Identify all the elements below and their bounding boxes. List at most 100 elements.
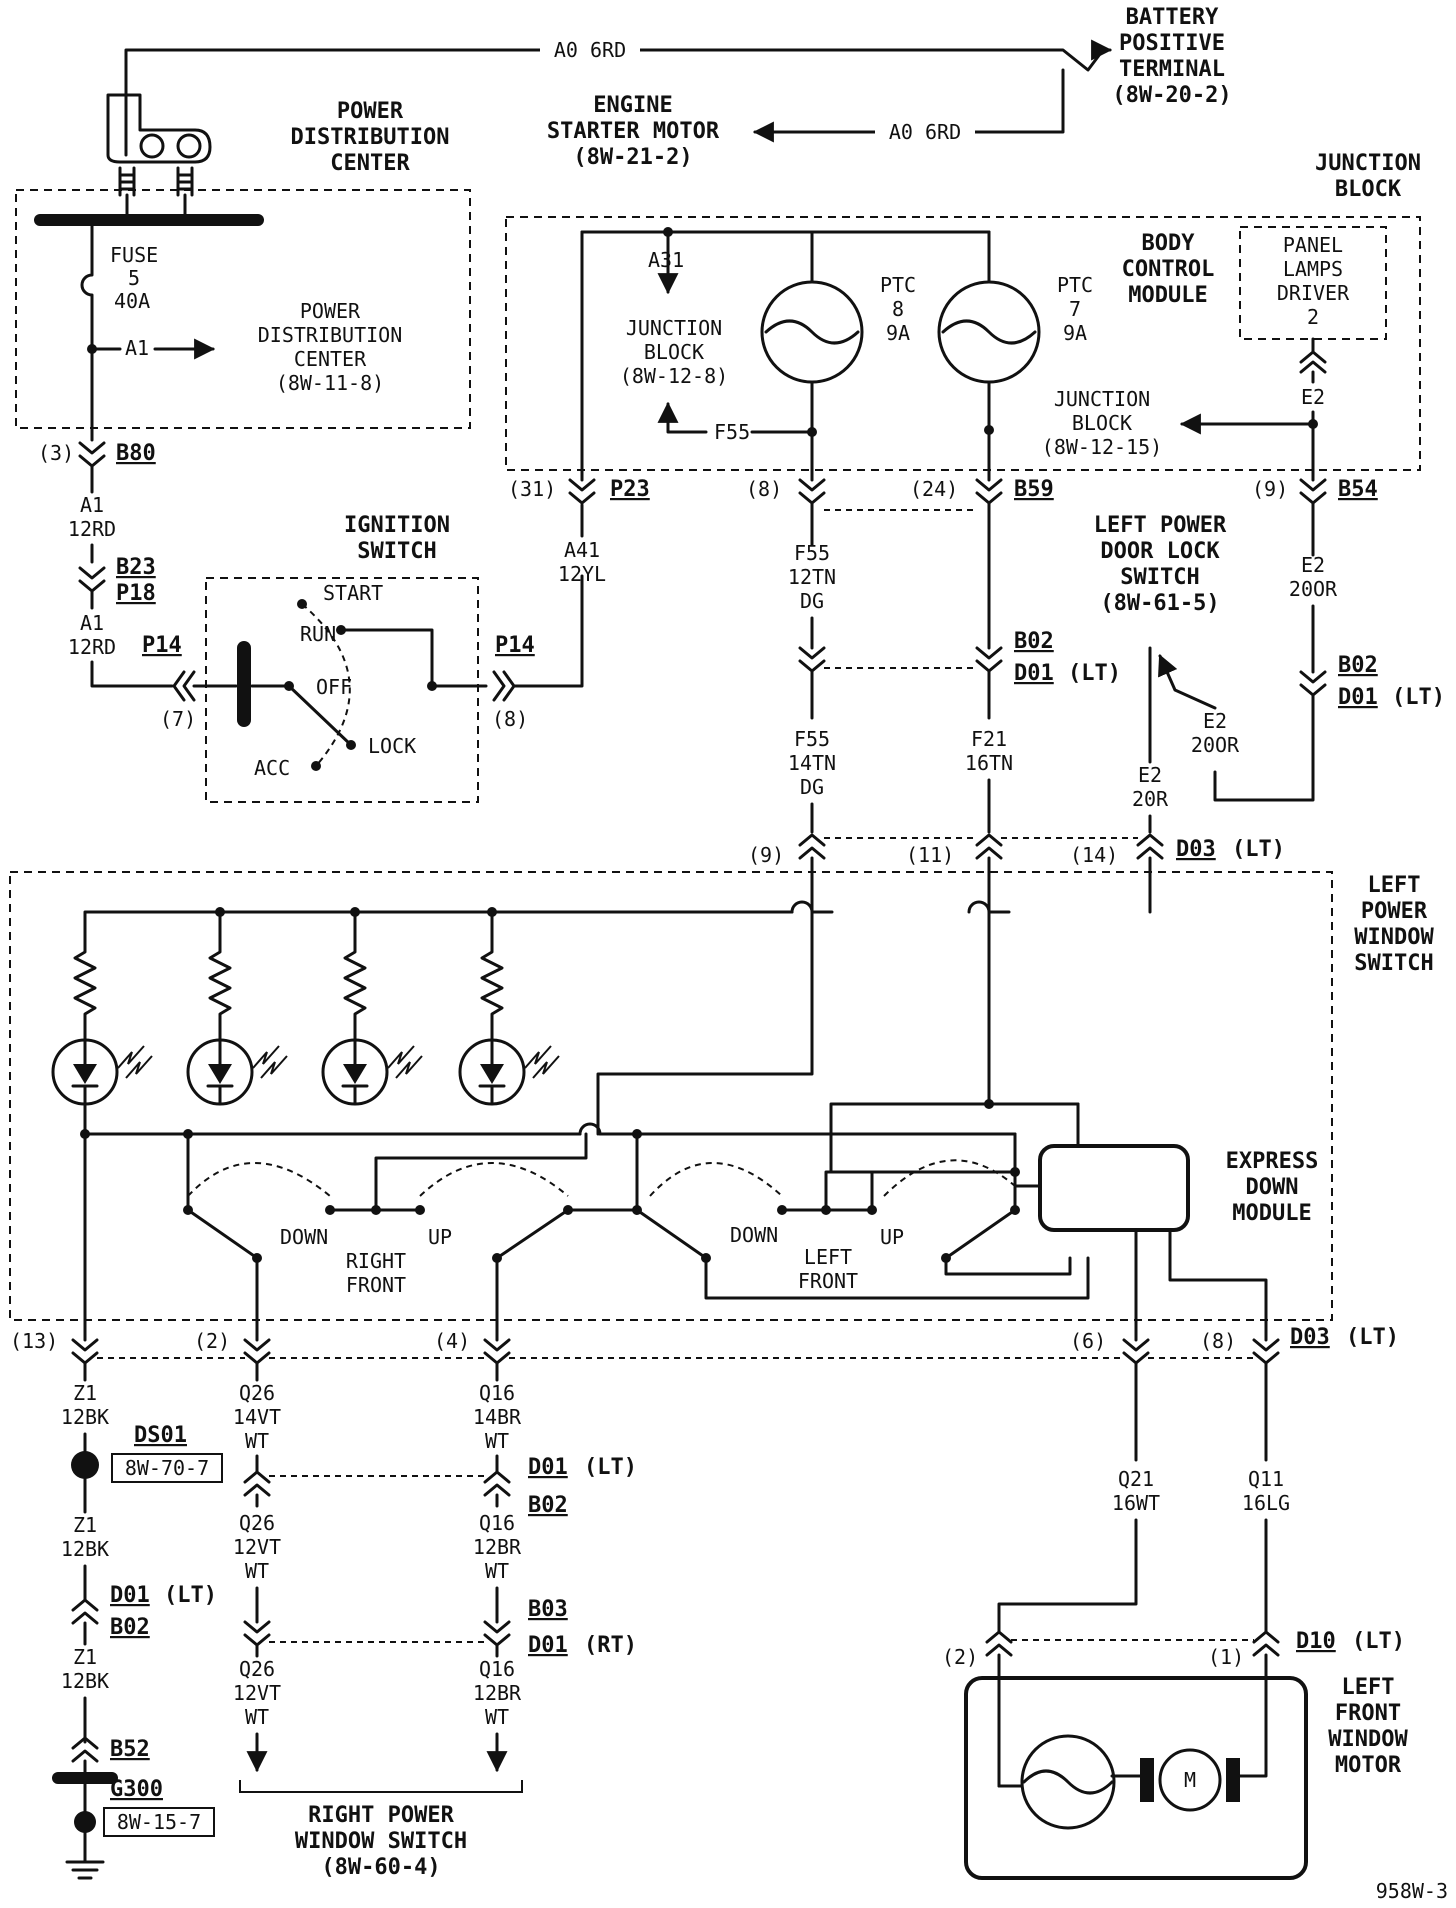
ignition-switch: START RUN OFF LOCK ACC: [192, 581, 488, 780]
svg-text:WT: WT: [245, 1429, 269, 1453]
svg-text:14BR: 14BR: [473, 1405, 522, 1429]
svg-text:WT: WT: [245, 1705, 269, 1729]
f21-wire: B02 D01 (LT) F21 16TN: [965, 501, 1121, 834]
q26-wire: Q26 14VT WT Q26 12VT WT Q26 12VT WT: [233, 1361, 281, 1773]
f55-feed: [596, 856, 814, 1136]
svg-text:14TN: 14TN: [788, 751, 836, 775]
bcm-label: BODY CONTROL MODULE: [1122, 231, 1215, 308]
e2-door-wire: E2 20R: [1132, 646, 1169, 834]
indicator-lamp-2: [186, 910, 288, 1106]
svg-text:Z1: Z1: [73, 1645, 97, 1669]
svg-text:BLOCK: BLOCK: [1072, 411, 1132, 435]
b54-connector: (9) B54: [1252, 477, 1378, 505]
ground-path: Z1 12BK Z1 12BK Z1 12BK: [52, 1361, 118, 1880]
svg-text:(LT): (LT): [1068, 661, 1121, 686]
svg-text:DOWN: DOWN: [730, 1223, 778, 1247]
left-power-window-switch-box: [9, 871, 1333, 1321]
svg-text:20OR: 20OR: [1191, 733, 1240, 757]
svg-text:12RD: 12RD: [68, 517, 116, 541]
starter-motor-label: ENGINE STARTER MOTOR (8W-21-2): [547, 93, 720, 170]
right-power-window-switch-label: RIGHT POWER WINDOW SWITCH (8W-60-4): [239, 1780, 523, 1880]
panel-lamps-driver: PANEL LAMPS DRIVER 2: [1277, 233, 1350, 329]
svg-text:Q26: Q26: [239, 1381, 275, 1405]
svg-text:BLOCK: BLOCK: [644, 340, 704, 364]
svg-text:(8): (8): [492, 707, 528, 731]
svg-text:12BK: 12BK: [61, 1537, 109, 1561]
svg-text:(13): (13): [10, 1329, 58, 1353]
page-code: 958W-3: [1376, 1879, 1448, 1903]
svg-text:(8): (8): [1200, 1329, 1236, 1353]
svg-text:Q21: Q21: [1118, 1467, 1154, 1491]
svg-text:DRIVER: DRIVER: [1277, 281, 1350, 305]
svg-text:WINDOW: WINDOW: [1354, 925, 1434, 950]
svg-text:D10: D10: [1296, 1629, 1336, 1654]
door-lock-switch-label: LEFT POWER DOOR LOCK SWITCH (8W-61-5): [1094, 513, 1227, 616]
svg-text:IGNITION: IGNITION: [344, 513, 450, 538]
ignition-switch-box: [205, 577, 479, 803]
svg-text:RIGHT: RIGHT: [346, 1249, 406, 1273]
svg-text:PANEL: PANEL: [1283, 233, 1343, 257]
pin-8-connector: (8): [746, 477, 826, 505]
svg-text:OFF: OFF: [316, 675, 352, 699]
starter-feed: A0 6RD: [752, 68, 1065, 144]
express-down-module: [1038, 1144, 1190, 1232]
svg-text:B23: B23: [116, 555, 156, 580]
svg-text:(LT): (LT): [1352, 1629, 1405, 1654]
svg-text:MOTOR: MOTOR: [1335, 1753, 1402, 1778]
svg-text:DOWN: DOWN: [1246, 1175, 1299, 1200]
express-module-wires: [1013, 1184, 1268, 1342]
a1-branch: A1: [90, 336, 216, 360]
svg-text:Q16: Q16: [479, 1657, 515, 1681]
svg-text:FRONT: FRONT: [1335, 1701, 1401, 1726]
svg-text:5: 5: [128, 266, 140, 290]
svg-text:UP: UP: [428, 1225, 452, 1249]
svg-text:E2: E2: [1301, 553, 1325, 577]
svg-text:(LT): (LT): [1392, 685, 1445, 710]
svg-text:14VT: 14VT: [233, 1405, 281, 1429]
wire-a0-top: A0 6RD: [554, 38, 626, 62]
svg-text:WINDOW: WINDOW: [1328, 1727, 1408, 1752]
svg-text:UP: UP: [880, 1225, 904, 1249]
d10-connector: (2) (1) D10 (LT): [942, 1629, 1405, 1669]
svg-text:D03: D03: [1176, 837, 1216, 862]
svg-text:DOOR LOCK: DOOR LOCK: [1100, 539, 1220, 564]
svg-text:WINDOW SWITCH: WINDOW SWITCH: [295, 1829, 467, 1854]
svg-text:BLOCK: BLOCK: [1335, 177, 1402, 202]
svg-text:(11): (11): [906, 843, 954, 867]
svg-text:12YL: 12YL: [558, 562, 606, 586]
battery-terminal-label: BATTERY POSITIVE TERMINAL (8W-20-2): [1112, 5, 1231, 108]
svg-text:Q11: Q11: [1248, 1467, 1284, 1491]
svg-text:B02: B02: [1338, 653, 1378, 678]
svg-text:CENTER: CENTER: [330, 151, 410, 176]
svg-text:PTC: PTC: [880, 273, 916, 297]
svg-text:16LG: 16LG: [1242, 1491, 1290, 1515]
svg-text:ENGINE: ENGINE: [593, 93, 672, 118]
svg-text:FUSE: FUSE: [110, 243, 158, 267]
svg-text:F55: F55: [794, 541, 830, 565]
svg-text:B02: B02: [110, 1615, 150, 1640]
svg-text:D01: D01: [1338, 685, 1378, 710]
svg-text:40A: 40A: [114, 289, 150, 313]
panel-lamps-output: E2 JUNCTION BLOCK (8W-12-15): [1042, 337, 1327, 482]
svg-text:D01: D01: [528, 1455, 568, 1480]
svg-text:(8W-11-8): (8W-11-8): [276, 371, 384, 395]
d01-b02-ground-label: D01 (LT) B02: [110, 1583, 217, 1640]
svg-text:RUN: RUN: [300, 622, 336, 646]
wire-a0-starter: A0 6RD: [889, 120, 961, 144]
svg-text:Z1: Z1: [73, 1381, 97, 1405]
svg-text:JUNCTION: JUNCTION: [626, 316, 722, 340]
svg-text:12BK: 12BK: [61, 1405, 109, 1429]
svg-text:12BR: 12BR: [473, 1535, 522, 1559]
bcm-bus: A31 JUNCTION BLOCK (8W-12-8): [580, 227, 991, 482]
svg-text:(RT): (RT): [584, 1633, 637, 1658]
svg-text:(2): (2): [194, 1329, 230, 1353]
svg-text:P23: P23: [610, 477, 650, 502]
svg-text:(8W-12-8): (8W-12-8): [620, 364, 728, 388]
svg-text:CONTROL: CONTROL: [1122, 257, 1215, 282]
svg-text:A41: A41: [564, 538, 600, 562]
q11-wire: Q11 16LG: [1242, 1361, 1290, 1634]
indicator-lamp-1: [51, 928, 153, 1106]
svg-text:BATTERY: BATTERY: [1126, 5, 1219, 30]
svg-text:E2: E2: [1301, 385, 1325, 409]
